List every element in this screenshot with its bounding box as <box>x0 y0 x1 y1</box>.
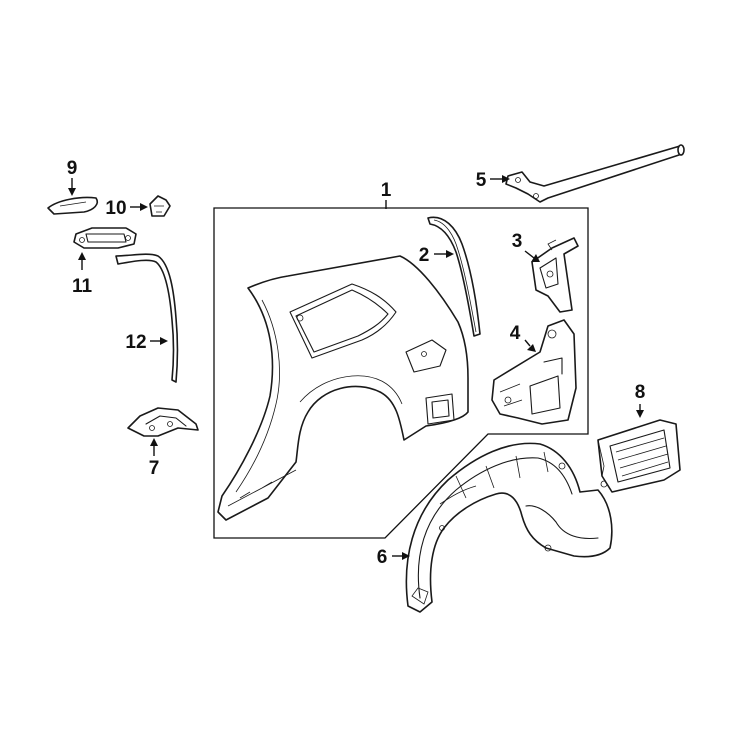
part-11-actuator[interactable] <box>73 227 137 249</box>
callout-11: 11 <box>72 276 93 297</box>
part-1-quarter-panel[interactable] <box>217 255 469 521</box>
callout-3: 3 <box>512 231 523 252</box>
part-8-fuel-door-housing[interactable] <box>597 419 681 493</box>
part-5-brace-rod[interactable] <box>505 144 685 203</box>
callout-4: 4 <box>510 323 521 344</box>
part-9-pad[interactable] <box>47 196 99 215</box>
callout-labels: 1 2 3 4 5 6 7 8 9 10 11 12 <box>67 158 646 568</box>
part-4-inner-panel[interactable] <box>491 319 577 425</box>
callout-5: 5 <box>476 170 487 191</box>
part-3-bracket[interactable] <box>531 237 579 313</box>
leader-lines <box>68 175 644 560</box>
callout-7: 7 <box>149 458 160 479</box>
callout-2: 2 <box>419 245 430 266</box>
callout-8: 8 <box>635 382 646 403</box>
part-2-weatherstrip[interactable] <box>427 216 481 337</box>
callout-6: 6 <box>377 547 388 568</box>
assembly-frame <box>213 207 589 539</box>
callout-1: 1 <box>381 180 392 201</box>
part-10-clip[interactable] <box>149 195 171 217</box>
callout-12: 12 <box>125 332 146 353</box>
part-12-cable[interactable] <box>115 253 179 383</box>
part-7-bracket[interactable] <box>127 407 199 437</box>
callout-10: 10 <box>105 198 126 219</box>
part-6-wheelhouse-liner[interactable] <box>405 442 613 613</box>
callout-9: 9 <box>67 158 78 179</box>
